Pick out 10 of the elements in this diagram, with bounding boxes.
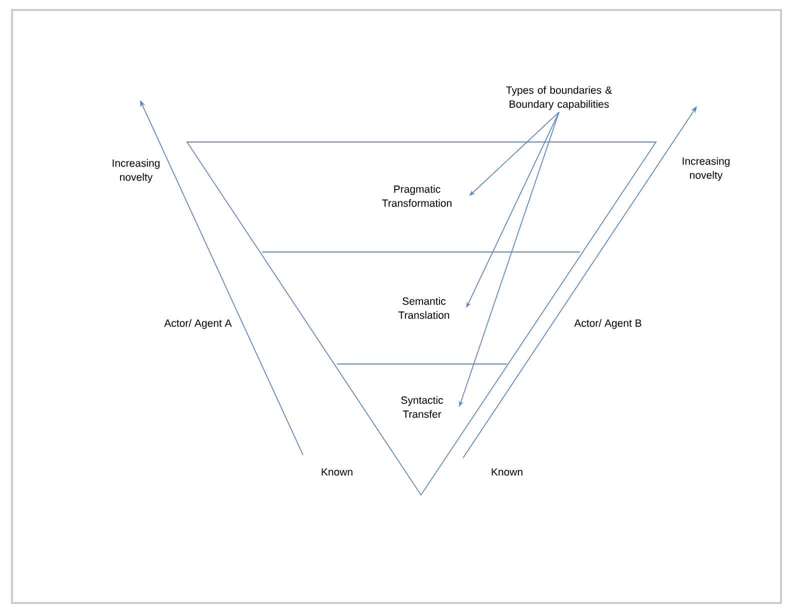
axis-label: Known — [322, 468, 352, 476]
axis-label: Increasing novelty — [112, 159, 160, 183]
axis-label: Actor/ Agent A — [164, 319, 232, 329]
layer-label: Semantic Translation — [398, 297, 450, 319]
layer-label: Syntactic Transfer — [401, 396, 444, 418]
axis-label: Increasing novelty — [682, 157, 730, 181]
axis-label: Actor/ Agent B — [574, 319, 642, 329]
annotation-text: Types of boundaries & Boundary capabilities — [506, 86, 612, 110]
axis-label: Known — [492, 468, 522, 476]
layer-label: Pragmatic Transformation — [382, 185, 452, 207]
